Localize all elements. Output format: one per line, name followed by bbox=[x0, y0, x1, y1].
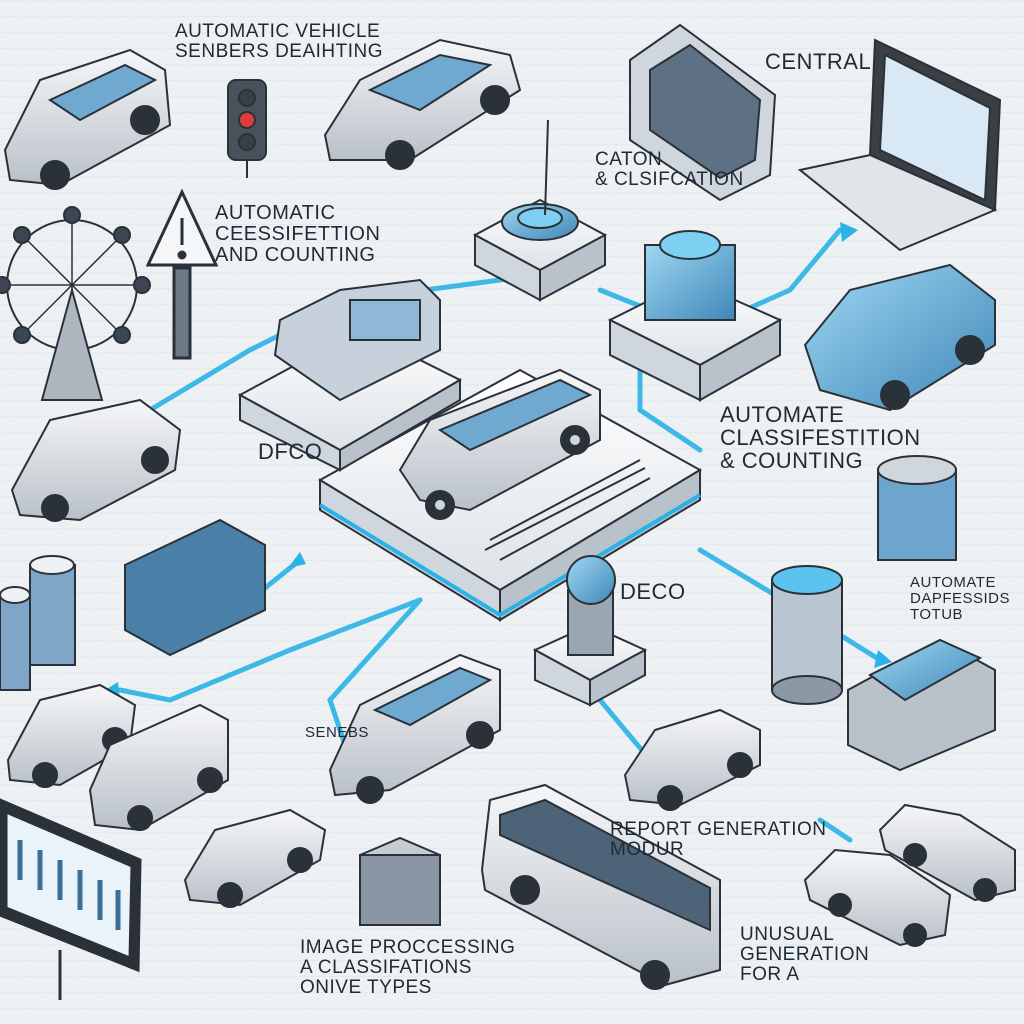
server-icon bbox=[771, 565, 843, 705]
truck-platform bbox=[237, 278, 463, 472]
label-auto-class-right: AUTOMATE CLASSIFESTITION & COUNTING bbox=[720, 402, 921, 474]
kiosk-right bbox=[847, 638, 996, 772]
label-report: REPORT GENERATION MODUR bbox=[610, 819, 827, 860]
label-dfco-left: DFCO bbox=[258, 439, 323, 464]
server-rack-right bbox=[877, 455, 957, 561]
camera-pedestal bbox=[532, 555, 648, 707]
sensor-pedestal bbox=[472, 119, 608, 302]
label-caton: CATON & CLSIFCATION bbox=[595, 149, 744, 190]
sedan-right-mid bbox=[623, 708, 761, 811]
label-central: CENTRAL bbox=[765, 49, 872, 74]
van-on-platform bbox=[398, 368, 601, 520]
label-senebs: SENEBS bbox=[305, 724, 369, 741]
ferris-wheel-icon bbox=[0, 206, 151, 401]
label-auto-class-left: AUTOMATIC CEESSIFETTION AND COUNTING bbox=[215, 202, 381, 266]
traffic-light-icon bbox=[227, 79, 267, 178]
vehicle-robot-small bbox=[359, 836, 441, 926]
machine-pedestal bbox=[607, 230, 783, 402]
label-unusual: UNUSUAL GENERATION FOR A bbox=[740, 924, 870, 985]
sedan-top bbox=[323, 38, 522, 170]
label-sensors: AUTOMATIC VEHICLE SENBERS DEAIHTING bbox=[175, 21, 384, 62]
label-image-proc: IMAGE PROCCESSING A CLASSIFATIONS ONIVE … bbox=[300, 937, 516, 998]
blue-car-right bbox=[803, 263, 996, 412]
cars-bottom-right bbox=[803, 803, 1016, 947]
car-bottom-mid bbox=[183, 808, 327, 908]
bus-bottom bbox=[480, 783, 721, 990]
control-panel bbox=[629, 23, 777, 202]
label-deco-center: DECO bbox=[620, 579, 686, 604]
label-automate-dap: AUTOMATE DAPFESSIDS TOTUB bbox=[910, 574, 1011, 623]
car-left-mid bbox=[10, 398, 182, 522]
van-center-bottom bbox=[328, 653, 501, 804]
warning-sign-icon bbox=[145, 188, 219, 360]
laptop-icon bbox=[797, 38, 1002, 252]
suv-top-left bbox=[3, 48, 172, 190]
van-bottom-left bbox=[88, 703, 229, 832]
monitor-icon bbox=[0, 798, 142, 1000]
data-stack-left bbox=[0, 518, 266, 691]
